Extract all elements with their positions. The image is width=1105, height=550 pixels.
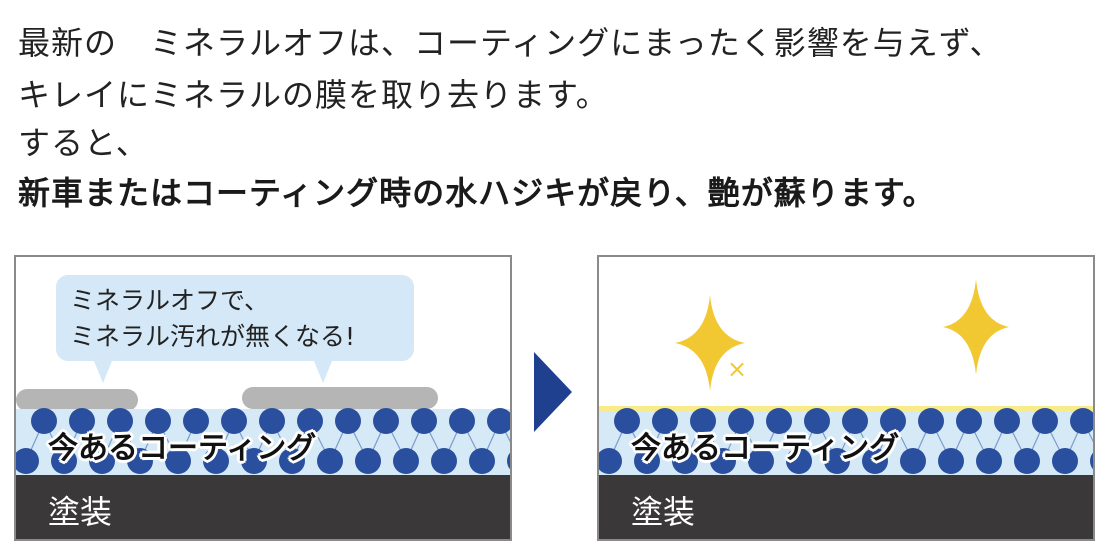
molecule	[652, 408, 678, 434]
molecule	[766, 408, 792, 434]
molecule	[145, 408, 171, 434]
molecule	[748, 448, 774, 474]
molecule	[786, 448, 812, 474]
paint-layer: 塗装	[16, 475, 510, 539]
molecule	[165, 448, 191, 474]
molecule	[107, 408, 133, 434]
molecule	[393, 448, 419, 474]
arrow-right-icon	[534, 352, 572, 432]
bubble-line-1: ミネラルオフで、	[70, 286, 270, 315]
molecule	[51, 448, 77, 474]
molecule	[127, 448, 153, 474]
bubble-tail	[314, 361, 332, 383]
molecule	[710, 448, 736, 474]
molecule	[221, 408, 247, 434]
molecule	[31, 408, 57, 434]
molecule	[1090, 452, 1093, 470]
molecule	[241, 448, 267, 474]
molecule-lattice	[599, 408, 1093, 474]
mineral-stain	[16, 389, 138, 411]
headline-line-3: すると、	[18, 124, 149, 162]
sparkle-icon	[675, 295, 745, 391]
molecule	[804, 408, 830, 434]
molecule	[976, 448, 1002, 474]
molecule	[994, 408, 1020, 434]
molecule	[203, 448, 229, 474]
molecule	[938, 448, 964, 474]
molecule	[355, 448, 381, 474]
mineral-stain	[242, 387, 438, 409]
molecule	[487, 408, 510, 434]
coating-label: 今あるコーティング	[48, 431, 317, 466]
molecule	[672, 448, 698, 474]
paint-label: 塗装	[48, 493, 113, 531]
headline-line-1: 最新の ミネラルオフは、コーティングにまったく影響を与えず、	[18, 24, 1003, 62]
paint-label: 塗装	[631, 493, 696, 531]
molecule	[918, 408, 944, 434]
sparkle-icon	[943, 279, 1009, 375]
headline-line-2: キレイにミネラルの膜を取り去ります。	[18, 76, 609, 114]
molecule-lattice	[16, 408, 510, 474]
molecule	[279, 448, 305, 474]
molecule	[690, 408, 716, 434]
molecule	[1052, 448, 1078, 474]
molecule	[259, 408, 285, 434]
molecule	[183, 408, 209, 434]
paint-layer: 塗装	[599, 475, 1093, 539]
molecule	[89, 448, 115, 474]
molecule	[469, 448, 495, 474]
bubble-tail	[94, 361, 112, 383]
sparkle-mark: ×	[727, 355, 748, 383]
molecule	[1014, 448, 1040, 474]
molecule	[824, 448, 850, 474]
molecule	[431, 448, 457, 474]
molecule	[614, 408, 640, 434]
molecule	[1070, 408, 1093, 434]
bubble-line-2: ミネラル汚れが無くなる!	[70, 322, 356, 351]
speech-bubble: ミネラルオフで、 ミネラル汚れが無くなる!	[56, 275, 414, 361]
molecule	[599, 448, 622, 474]
molecule	[842, 408, 868, 434]
molecule	[862, 448, 888, 474]
molecule	[449, 408, 475, 434]
molecule	[69, 408, 95, 434]
molecule	[411, 408, 437, 434]
coating-label: 今あるコーティング	[631, 431, 900, 466]
headline-line-4: 新車またはコーティング時の水ハジキが戻り、艶が蘇ります。	[18, 174, 936, 212]
molecule	[335, 408, 361, 434]
before-panel: ミネラルオフで、 ミネラル汚れが無くなる! 今あるコーティング 塗装	[14, 255, 512, 541]
molecule	[373, 408, 399, 434]
molecule	[507, 452, 510, 470]
molecule	[728, 408, 754, 434]
after-panel: × 今あるコーティング 塗装	[597, 255, 1095, 541]
molecule	[900, 448, 926, 474]
molecule	[317, 448, 343, 474]
molecule	[297, 408, 323, 434]
molecule	[16, 448, 39, 474]
molecule	[1032, 408, 1058, 434]
molecule	[880, 408, 906, 434]
shine-line	[599, 406, 1093, 411]
molecule	[634, 448, 660, 474]
molecule	[956, 408, 982, 434]
